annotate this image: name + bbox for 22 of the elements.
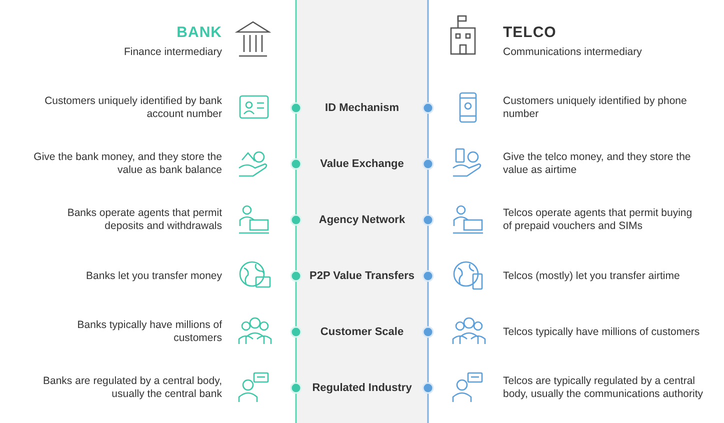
telco-description: Telcos typically have millions of customers xyxy=(503,326,701,338)
bank-description: Banks typically have millions of customers xyxy=(76,319,222,345)
feature-label: Agency Network xyxy=(318,213,406,227)
telco-heading: TELCO xyxy=(503,26,556,39)
telco-description: Give the telco money, and they store the value as airtime xyxy=(503,151,692,177)
feature-label: Regulated Industry xyxy=(311,381,413,395)
bank-description: Give the bank money, and they store the value as bank balance xyxy=(32,151,222,177)
feature-label: Value Exchange xyxy=(319,157,405,171)
bank-heading: BANK xyxy=(176,26,222,39)
bank-description: Banks operate agents that permit deposits and withdrawals xyxy=(66,207,222,233)
feature-label: P2P Value Transfers xyxy=(308,269,416,283)
bank-subtitle: Finance intermediary xyxy=(122,46,222,59)
telco-description: Telcos operate agents that permit buying of prepaid vouchers and SIMs xyxy=(503,207,694,233)
telco-description: Customers uniquely identified by phone number xyxy=(503,95,688,121)
telco-description: Telcos are typically regulated by a central body, usually the communications authority xyxy=(503,375,703,401)
telco-description: Telcos (mostly) let you transfer airtime xyxy=(503,270,681,282)
feature-label: ID Mechanism xyxy=(324,101,400,115)
bank-description: Banks let you transfer money xyxy=(85,270,222,282)
telco-subtitle: Communications intermediary xyxy=(503,46,642,59)
feature-label: Customer Scale xyxy=(319,325,405,339)
bank-description: Banks are regulated by a central body, usually the central bank xyxy=(42,375,222,401)
bank-description: Customers uniquely identified by bank account number xyxy=(44,95,222,121)
